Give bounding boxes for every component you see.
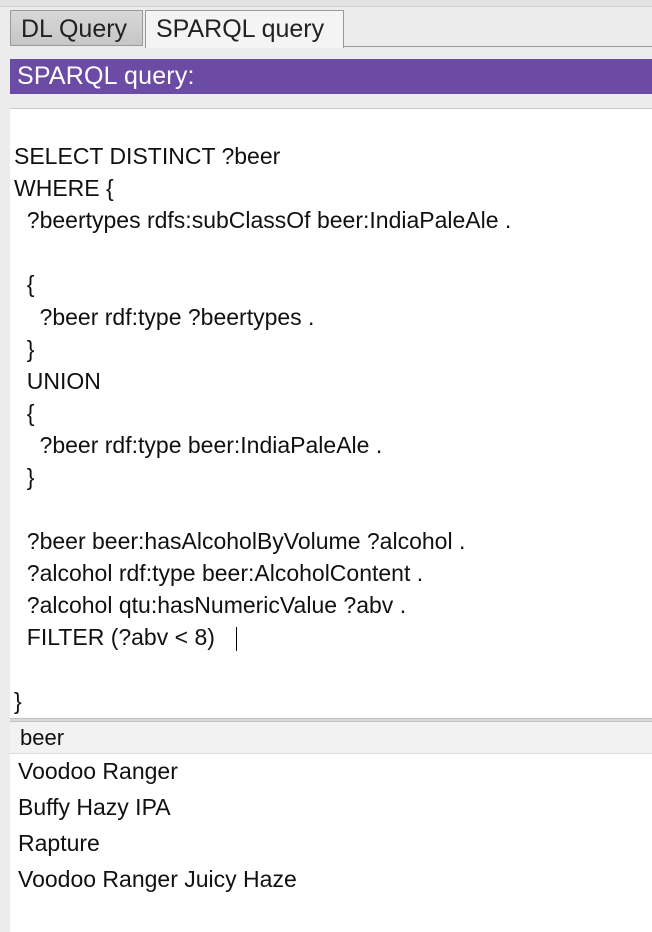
tab-bar: DL Query SPARQL query (8, 8, 652, 48)
code-line[interactable]: { (14, 271, 35, 297)
panel-title: SPARQL query: (17, 62, 195, 90)
panel-title-bar: SPARQL query: (10, 59, 652, 94)
tab-dl-query[interactable]: DL Query (10, 10, 143, 46)
code-line[interactable]: ?beer rdf:type ?beertypes . (14, 304, 315, 330)
results-table: beer Voodoo Ranger Buffy Hazy IPA Raptur… (10, 722, 652, 932)
results-splitter[interactable] (10, 718, 652, 722)
text-cursor (236, 627, 237, 651)
tab-bar-divider (344, 46, 652, 47)
table-row[interactable]: Buffy Hazy IPA (10, 790, 652, 826)
table-cell: Buffy Hazy IPA (18, 794, 171, 820)
code-line[interactable]: SELECT DISTINCT ?beer (14, 143, 281, 169)
code-line[interactable]: ?beertypes rdfs:subClassOf beer:IndiaPal… (14, 207, 512, 233)
code-line[interactable]: ?alcohol rdf:type beer:AlcoholContent . (14, 560, 424, 586)
table-row[interactable]: Voodoo Ranger Juicy Haze (10, 862, 652, 898)
code-line[interactable]: } (14, 464, 35, 490)
results-column-header-label: beer (20, 725, 65, 750)
code-line[interactable]: } (14, 688, 22, 714)
tab-dl-query-label: DL Query (21, 15, 128, 43)
code-line[interactable]: UNION (14, 368, 101, 394)
table-row[interactable]: Voodoo Ranger (10, 754, 652, 790)
table-cell: Rapture (18, 830, 100, 856)
code-line[interactable]: WHERE { (14, 175, 114, 201)
window-top-strip (0, 0, 652, 7)
code-line-text: FILTER (?abv < 8) (14, 624, 215, 650)
code-line[interactable]: } (14, 336, 35, 362)
table-row[interactable]: Rapture (10, 826, 652, 862)
table-cell: Voodoo Ranger (18, 758, 178, 784)
code-line[interactable]: { (14, 400, 35, 426)
code-line[interactable]: ?beer rdf:type beer:IndiaPaleAle . (14, 432, 383, 458)
tab-sparql-query-label: SPARQL query (156, 15, 325, 43)
code-line-with-cursor[interactable]: FILTER (?abv < 8) (14, 622, 215, 652)
tab-sparql-query[interactable]: SPARQL query (145, 10, 344, 48)
sparql-query-editor[interactable]: SELECT DISTINCT ?beer WHERE { ?beertypes… (10, 108, 652, 720)
table-cell: Voodoo Ranger Juicy Haze (18, 866, 297, 892)
results-column-header[interactable]: beer (10, 722, 652, 754)
code-line[interactable]: ?alcohol qtu:hasNumericValue ?abv . (14, 592, 407, 618)
code-line[interactable]: ?beer beer:hasAlcoholByVolume ?alcohol . (14, 528, 466, 554)
